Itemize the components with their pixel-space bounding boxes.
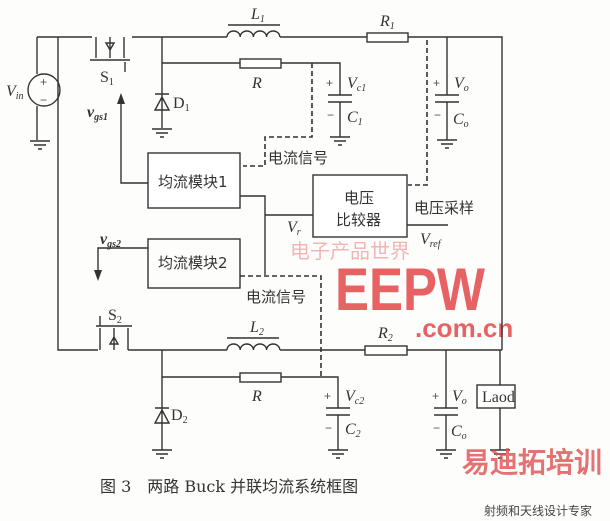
svg-text:比较器: 比较器 bbox=[336, 211, 381, 229]
sense-resistor-bottom: R bbox=[162, 372, 339, 450]
svg-text:+: + bbox=[433, 76, 440, 90]
svg-text:R: R bbox=[251, 388, 262, 405]
top-rail bbox=[36, 36, 503, 351]
voltage-comparator: 电压 比较器 bbox=[312, 174, 408, 238]
current-signal-line-2 bbox=[240, 275, 322, 377]
vr-label: Vr bbox=[287, 219, 301, 238]
svg-text:L1: L1 bbox=[250, 6, 265, 25]
current-signal-label-1: 电流信号 bbox=[268, 149, 328, 167]
mosfet-s1: S1 bbox=[90, 37, 130, 88]
svg-text:vgs2: vgs2 bbox=[100, 231, 121, 250]
svg-text:Vc1: Vc1 bbox=[347, 75, 366, 94]
svg-text:均流模块2: 均流模块2 bbox=[158, 254, 228, 272]
svg-text:vgs1: vgs1 bbox=[87, 104, 108, 123]
diode-d2: D2 bbox=[152, 350, 188, 459]
svg-text:L2: L2 bbox=[249, 319, 264, 338]
svg-text:C2: C2 bbox=[345, 421, 361, 440]
svg-text:D1: D1 bbox=[173, 95, 190, 114]
svg-text:Laod: Laod bbox=[482, 389, 515, 406]
inductor-l2: L2 bbox=[226, 319, 281, 351]
svg-text:D2: D2 bbox=[171, 407, 188, 426]
svg-text:Vo: Vo bbox=[452, 388, 467, 407]
mosfet-s2: S2 bbox=[96, 307, 227, 351]
svg-text:均流模块1: 均流模块1 bbox=[158, 173, 228, 191]
gate-signal-vgs2: vgs2 bbox=[94, 231, 148, 281]
gate-signal-vgs1: vgs1 bbox=[87, 93, 148, 184]
resistor-r2: R2 bbox=[364, 325, 408, 356]
capacitor-co-top: + − Vo Co bbox=[433, 37, 469, 149]
svg-text:Co: Co bbox=[453, 111, 469, 130]
figure-caption: 图 3 两路 Buck 并联均流系统框图 bbox=[100, 477, 358, 496]
voltage-source-vin: + − Vin bbox=[6, 73, 61, 150]
svg-text:R1: R1 bbox=[379, 13, 395, 32]
svg-text:+: + bbox=[40, 75, 47, 89]
svg-text:.com.cn: .com.cn bbox=[415, 313, 513, 343]
svg-text:EEPW: EEPW bbox=[335, 256, 485, 323]
svg-text:Vo: Vo bbox=[454, 75, 469, 94]
capacitor-c1: + − Vc1 C1 bbox=[326, 75, 366, 146]
svg-text:+: + bbox=[326, 76, 333, 90]
svg-text:S1: S1 bbox=[100, 69, 114, 88]
svg-text:−: − bbox=[327, 108, 334, 122]
inductor-l1: L1 bbox=[226, 6, 281, 38]
svg-text:R2: R2 bbox=[377, 325, 393, 344]
svg-text:−: − bbox=[433, 421, 440, 435]
svg-text:Vin: Vin bbox=[6, 83, 24, 102]
svg-text:Vc2: Vc2 bbox=[345, 388, 364, 407]
capacitor-c2: + − Vc2 C2 bbox=[324, 388, 364, 459]
svg-text:电子产品世界: 电子产品世界 bbox=[290, 239, 410, 263]
svg-text:−: − bbox=[40, 93, 47, 107]
svg-text:+: + bbox=[324, 389, 331, 403]
load: Laod bbox=[476, 350, 516, 459]
svg-text:Co: Co bbox=[451, 423, 467, 442]
capacitor-co-bottom: + − Vo Co bbox=[432, 350, 467, 459]
resistor-r1: R1 bbox=[366, 13, 409, 43]
svg-text:+: + bbox=[432, 389, 439, 403]
svg-text:−: − bbox=[325, 421, 332, 435]
svg-text:电压: 电压 bbox=[344, 189, 374, 207]
watermark-edatop: 易迪拓培训 bbox=[462, 446, 602, 479]
svg-text:−: − bbox=[434, 108, 441, 122]
voltage-sample-line bbox=[408, 40, 428, 186]
current-signal-label-2: 电流信号 bbox=[246, 288, 306, 306]
vr-wire bbox=[240, 195, 313, 275]
current-share-module-2: 均流模块2 bbox=[147, 238, 241, 289]
svg-text:C1: C1 bbox=[347, 109, 363, 128]
svg-text:S2: S2 bbox=[108, 307, 122, 326]
vref-label: Vref bbox=[420, 231, 442, 250]
diode-d1: D1 bbox=[152, 37, 190, 138]
watermark-edatop-slogan: 射频和天线设计专家 bbox=[484, 503, 592, 518]
current-signal-line-1 bbox=[243, 63, 313, 167]
sense-resistor-top: R bbox=[162, 58, 341, 137]
voltage-sample-label: 电压采样 bbox=[414, 199, 474, 217]
watermark-eepw: EEPW .com.cn 电子产品世界 bbox=[290, 239, 513, 343]
svg-text:R: R bbox=[251, 75, 262, 92]
current-share-module-1: 均流模块1 bbox=[147, 152, 241, 209]
